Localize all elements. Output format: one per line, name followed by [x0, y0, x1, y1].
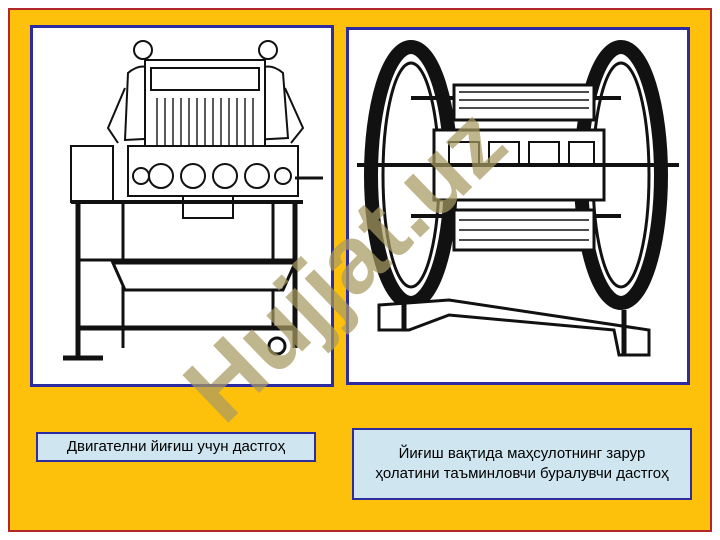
left-figure-caption-text: Двигателни йиғиш учун дастгоҳ	[66, 438, 286, 455]
left-figure-caption: Двигателни йиғиш учун дастгоҳ	[36, 432, 316, 462]
engine-assembly-stand-picture	[30, 25, 334, 387]
rotating-assembly-stand-drawing	[357, 40, 679, 357]
rotating-assembly-stand-picture	[346, 27, 690, 385]
engine-assembly-stand-drawing	[63, 40, 323, 361]
right-figure-caption: Йиғиш вақтида маҳсулотнинг зарур ҳолатин…	[352, 428, 692, 500]
right-figure-caption-text: Йиғиш вақтида маҳсулотнинг зарур ҳолатин…	[375, 445, 669, 482]
